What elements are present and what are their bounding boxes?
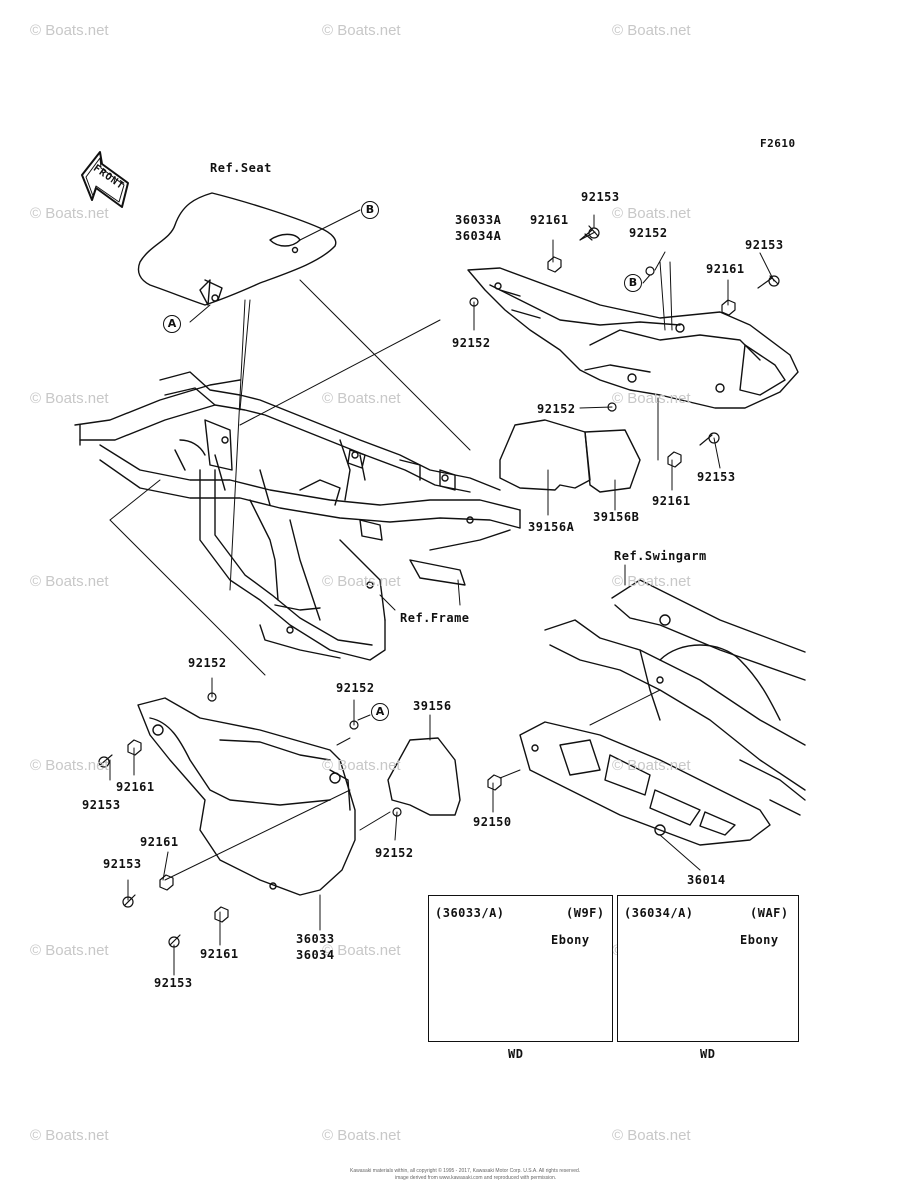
inset-variant: (W9F) [566, 906, 605, 920]
side-cover-36033a-part [467, 267, 799, 409]
watermark: © Boats.net [30, 1127, 109, 1144]
part-label-39156b[interactable]: 39156B [593, 510, 640, 524]
frame-reference-part [74, 371, 521, 661]
watermark: © Boats.net [322, 942, 401, 959]
watermark: © Boats.net [30, 757, 109, 774]
ref-seat-label[interactable]: Ref.Seat [210, 161, 272, 175]
watermark: © Boats.net [612, 390, 691, 407]
watermark: © Boats.net [612, 573, 691, 590]
leader-lines [109, 209, 775, 976]
part-label-92152[interactable]: 92152 [188, 656, 227, 670]
part-label-36034a[interactable]: 36034A [455, 229, 502, 243]
part-label-36033a[interactable]: 36033A [455, 213, 502, 227]
part-label-92161[interactable]: 92161 [140, 835, 179, 849]
part-label-92152[interactable]: 92152 [375, 846, 414, 860]
watermark: © Boats.net [322, 390, 401, 407]
watermark: © Boats.net [30, 942, 109, 959]
part-label-92153[interactable]: 92153 [103, 857, 142, 871]
marker-b-circle: B [624, 274, 642, 292]
inset-box-36033a: (36033/A) (W9F) Ebony [428, 895, 613, 1042]
part-label-92161[interactable]: 92161 [200, 947, 239, 961]
watermark: © Boats.net [30, 390, 109, 407]
diagram-code: F2610 [760, 137, 796, 150]
front-arrow-icon [81, 151, 129, 208]
part-label-92152[interactable]: 92152 [629, 226, 668, 240]
watermark: © Boats.net [612, 757, 691, 774]
footer-copyright-line: image derived from www.kawasaki.com and … [395, 1175, 557, 1181]
watermark: © Boats.net [322, 573, 401, 590]
part-label-36034[interactable]: 36034 [296, 948, 335, 962]
part-label-36033[interactable]: 36033 [296, 932, 335, 946]
inset-color: Ebony [551, 933, 590, 947]
watermark: © Boats.net [30, 205, 109, 222]
marker-b-circle: B [361, 201, 379, 219]
part-label-36014[interactable]: 36014 [687, 873, 726, 887]
swingarm-reference-part [544, 579, 806, 816]
marker-a-circle: A [163, 315, 181, 333]
part-label-92153[interactable]: 92153 [697, 470, 736, 484]
watermark: © Boats.net [30, 573, 109, 590]
inset-caption: WD [508, 1047, 524, 1061]
watermark: © Boats.net [322, 757, 401, 774]
watermark: © Boats.net [612, 1127, 691, 1144]
side-cover-36033-part [137, 697, 356, 896]
seat-reference-part [137, 192, 337, 306]
part-label-92161[interactable]: 92161 [530, 213, 569, 227]
part-label-92161[interactable]: 92161 [116, 780, 155, 794]
pad-39156a-part [499, 419, 591, 491]
part-label-92161[interactable]: 92161 [652, 494, 691, 508]
part-label-92153[interactable]: 92153 [745, 238, 784, 252]
ref-swingarm-label[interactable]: Ref.Swingarm [614, 549, 707, 563]
footer-copyright-line: Kawasaki materials within, all copyright… [350, 1168, 581, 1174]
part-label-92153[interactable]: 92153 [581, 190, 620, 204]
pad-39156-part [387, 737, 461, 816]
chain-guard-36014-part [519, 721, 771, 846]
part-label-92152[interactable]: 92152 [452, 336, 491, 350]
part-label-92150[interactable]: 92150 [473, 815, 512, 829]
part-label-92153[interactable]: 92153 [82, 798, 121, 812]
part-label-39156a[interactable]: 39156A [528, 520, 575, 534]
watermark: © Boats.net [322, 22, 401, 39]
marker-a-circle: A [371, 703, 389, 721]
inset-code: (36033/A) [435, 906, 505, 920]
ref-frame-label[interactable]: Ref.Frame [400, 611, 470, 625]
watermark: © Boats.net [612, 205, 691, 222]
inset-caption: WD [700, 1047, 716, 1061]
watermark: © Boats.net [30, 22, 109, 39]
part-label-39156[interactable]: 39156 [413, 699, 452, 713]
pad-39156b-part [584, 429, 641, 493]
part-label-92153[interactable]: 92153 [154, 976, 193, 990]
inset-color: Ebony [740, 933, 779, 947]
part-label-92152[interactable]: 92152 [336, 681, 375, 695]
inset-code: (36034/A) [624, 906, 694, 920]
watermark: © Boats.net [612, 22, 691, 39]
part-label-92152[interactable]: 92152 [537, 402, 576, 416]
inset-variant: (WAF) [750, 906, 789, 920]
inset-box-36034a: (36034/A) (WAF) Ebony [617, 895, 799, 1042]
watermark: © Boats.net [322, 1127, 401, 1144]
part-label-92161[interactable]: 92161 [706, 262, 745, 276]
